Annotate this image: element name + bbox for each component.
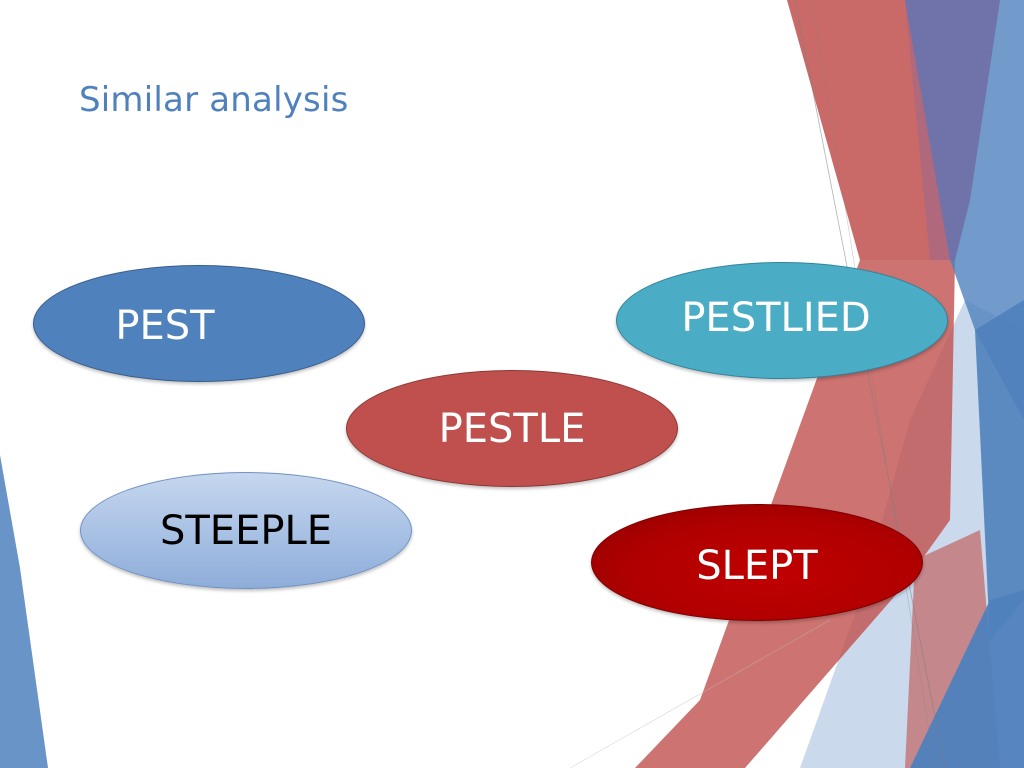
bubble-pest: PEST: [33, 265, 365, 382]
thin-line-1: [794, 0, 946, 768]
blue-strip-bottom: [910, 590, 1024, 768]
bubble-steeple: STEEPLE: [80, 472, 412, 589]
slide-title: Similar analysis: [79, 80, 349, 120]
bubble-slept: SLEPT: [591, 504, 923, 621]
blue-strip-top: [905, 0, 1024, 420]
thin-line-3: [569, 619, 831, 768]
mauve-overlap-facet: [905, 0, 1000, 260]
bubble-pestlied: PESTLIED: [616, 262, 948, 379]
left-blue-sliver: [0, 455, 48, 768]
bubble-slept-label: SLEPT: [696, 542, 818, 589]
thin-line-2: [811, 0, 936, 768]
bubble-pestle-label: PESTLE: [438, 405, 586, 452]
blue-strip-mid: [975, 300, 1024, 640]
bubble-pestlied-label: PESTLIED: [681, 294, 871, 341]
bubble-steeple-label: STEEPLE: [159, 507, 333, 554]
bubble-pestle: PESTLE: [346, 370, 678, 487]
bubble-pest-label: PEST: [115, 302, 215, 349]
